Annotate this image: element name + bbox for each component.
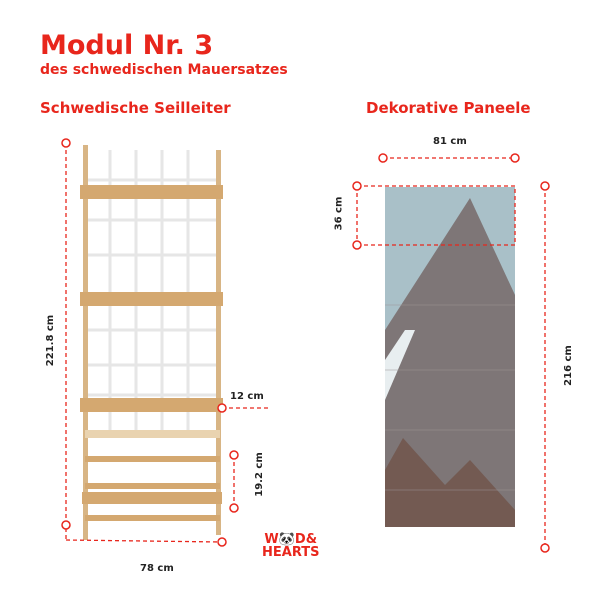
ladder-heading: Schwedische Seilleiter	[40, 99, 231, 117]
dimension-markers	[61, 138, 550, 553]
ladder-height-label: 221.8 cm	[45, 314, 57, 367]
rail-offset-label: 12 cm	[230, 391, 264, 402]
wood-and-hearts-logo: W🐼D& HEARTS	[262, 533, 319, 559]
page-title: Modul Nr. 3	[40, 30, 214, 61]
rung-spacing-label: 19.2 cm	[253, 452, 265, 497]
panel-section-label: 36 cm	[333, 196, 345, 231]
ladder-width-label: 78 cm	[140, 563, 174, 574]
logo-line-1: W🐼D&	[264, 532, 318, 547]
page-subtitle: des schwedischen Mauersatzes	[40, 62, 288, 78]
rope-ladder-image	[80, 145, 223, 540]
dimension-lines	[65, 143, 546, 548]
panels-heading: Dekorative Paneele	[366, 99, 531, 117]
panel-height-label: 216 cm	[562, 345, 574, 386]
panel-width-label: 81 cm	[433, 136, 467, 147]
panels-image	[385, 187, 515, 527]
logo-line-2: HEARTS	[262, 545, 320, 560]
